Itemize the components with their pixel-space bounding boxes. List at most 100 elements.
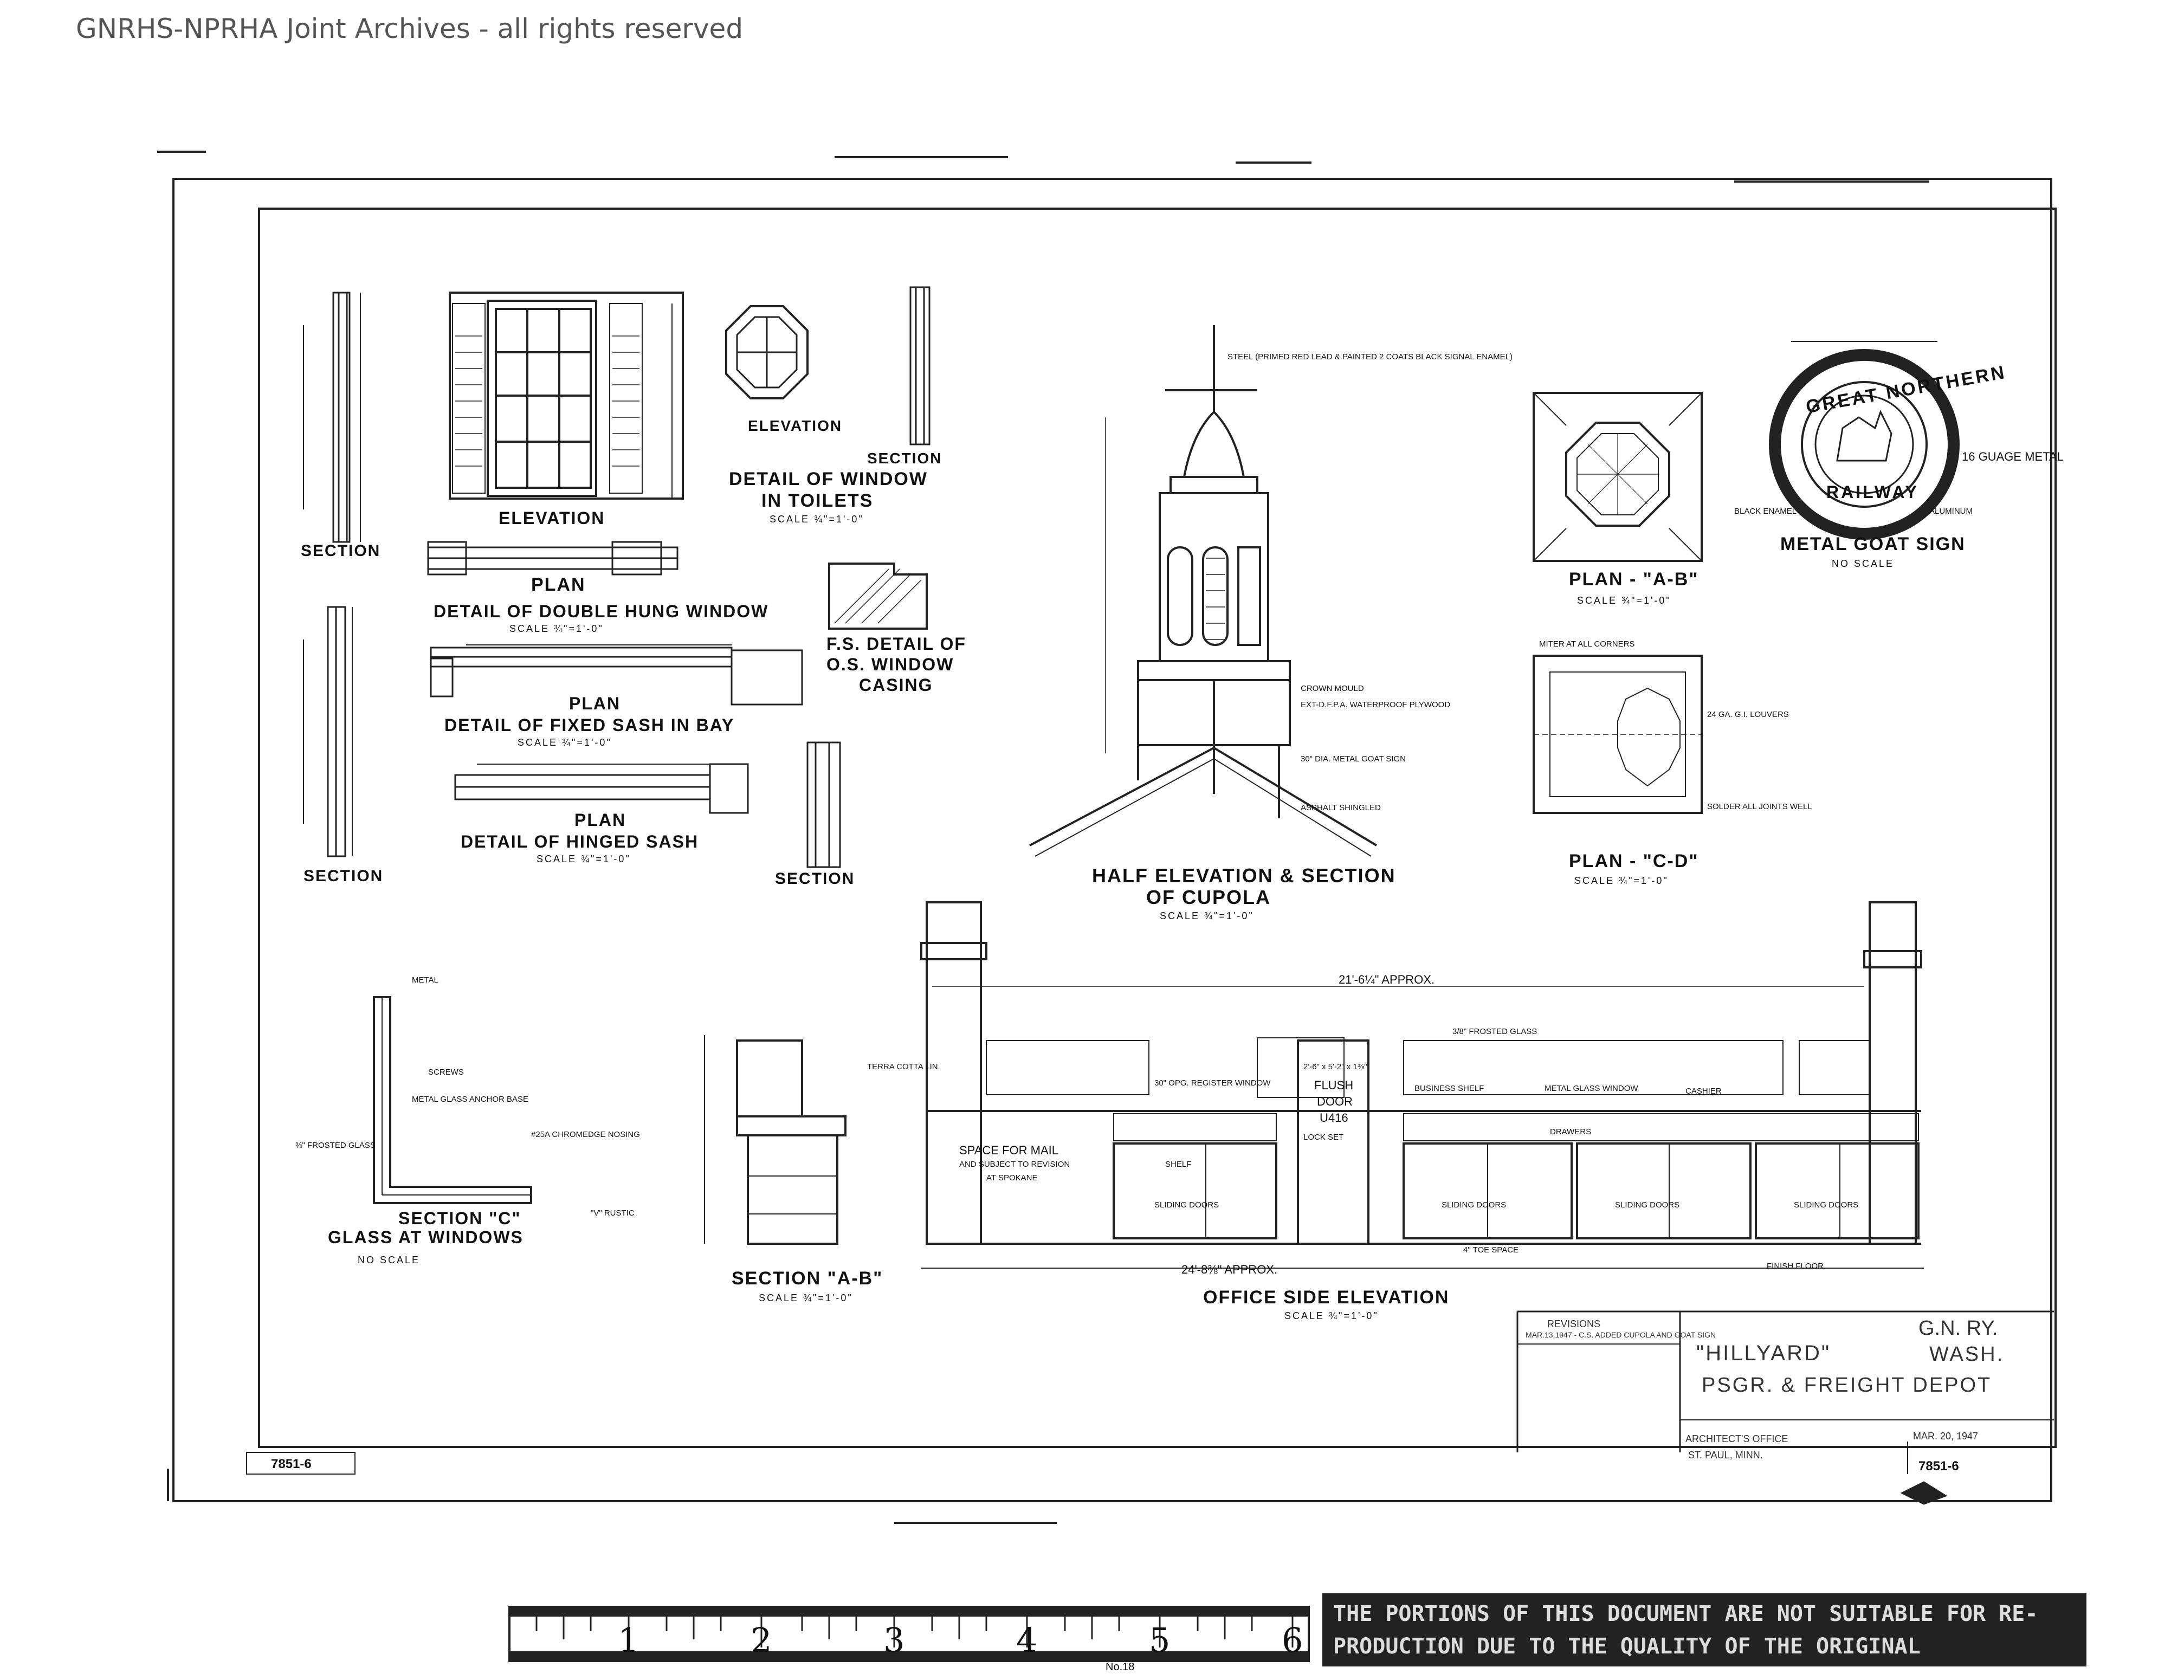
cupola-title-1: HALF ELEVATION & SECTION [1092,864,1396,887]
screws-note: SCREWS [428,1068,464,1077]
section-label-toilet: SECTION [867,450,942,467]
section-label-top: SECTION [301,542,381,560]
sliding-doors-note-2: SLIDING DOORS [1442,1200,1507,1210]
drawing-number-titleblock: 7851-6 [1918,1459,1959,1474]
sliding-doors-note-4: SLIDING DOORS [1794,1200,1859,1210]
flush-door-size: 2'-6" x 5'-2" x 1⅜" [1303,1062,1367,1071]
section-label-bottom: SECTION [303,867,384,885]
drawing-number-corner: 7851-6 [271,1457,312,1471]
lock-set-note: LOCK SET [1303,1133,1344,1142]
hinged-sash-title: DETAIL OF HINGED SASH [461,832,699,851]
elevation-label: ELEVATION [499,508,605,528]
office-side-title: OFFICE SIDE ELEVATION [1203,1287,1450,1308]
plan-label-1: PLAN [531,574,586,595]
crown-mould-note: CROWN MOULD [1301,684,1364,693]
goat-sign-scale: NO SCALE [1832,558,1895,569]
fixed-sash-plan [430,644,803,706]
ruler-drawing [508,1606,1310,1662]
os-casing-title-2: O.S. WINDOW [826,655,954,674]
hinged-sash-scale: SCALE ¾"=1'-0" [537,854,631,864]
finish-floor-note: FINISH FLOOR [1767,1262,1824,1271]
overall-width-dimension: 24'-8⅜" APPROX. [1181,1263,1278,1276]
double-hung-title: DETAIL OF DOUBLE HUNG WINDOW [434,602,769,621]
drawers-note: DRAWERS [1550,1127,1592,1136]
plan-label-3: PLAN [574,810,626,830]
state-name: WASH. [1929,1343,2005,1366]
double-hung-elevation [449,292,684,500]
space-mail-note-1: SPACE FOR MAIL [959,1143,1058,1157]
plan-ab-drawing [1533,392,1703,562]
double-hung-scale: SCALE ¾"=1'-0" [509,623,604,634]
elevation-label-toilet: ELEVATION [748,417,843,434]
sliding-doors-note-1: SLIDING DOORS [1154,1200,1219,1210]
ruler-number: 2 [751,1620,772,1660]
metal-glass-window-note: METAL GLASS WINDOW [1545,1084,1638,1093]
window-section-top [303,292,361,543]
revision-note: MAR.13,1947 - C.S. ADDED CUPOLA AND GOAT… [1526,1330,1716,1339]
section-ab-drawing [704,1035,847,1245]
space-mail-note-2: AND SUBJECT TO REVISION [959,1160,1070,1169]
toe-space-note: 4" TOE SPACE [1463,1245,1519,1255]
toilet-window-octagon [725,305,809,399]
ruler-number: 4 [1016,1620,1038,1660]
plan-cd-drawing [1533,655,1703,814]
goat-sign-drawing [1769,341,1960,540]
toilet-window-title: DETAIL OF WINDOW [729,469,928,489]
section-ab-scale: SCALE ¾"=1'-0" [759,1293,853,1303]
city-name: ST. PAUL, MINN. [1688,1450,1763,1461]
window-section-bottom [303,606,353,857]
title-block-frame [246,1310,2054,1505]
flush-door-label-2: DOOR [1317,1095,1353,1108]
hinged-sash-section [806,741,841,868]
os-casing-title-3: CASING [859,675,933,695]
asphalt-note: ASPHALT SHINGLED [1301,803,1381,812]
v-rustic-note: "V" RUSTIC [591,1209,635,1218]
terra-cotta-note: TERRA COTTA LIN. [867,1062,940,1071]
cupola-title-2: OF CUPOLA [1146,886,1271,908]
building-name: PSGR. & FREIGHT DEPOT [1702,1374,1992,1397]
glass-windows-title: GLASS AT WINDOWS [328,1227,524,1247]
office-elevation-drawing [920,901,1924,1269]
louvers-note: 24 GA. G.I. LOUVERS [1707,710,1789,719]
hinged-sash-plan [454,763,749,814]
anchor-base-note: METAL GLASS ANCHOR BASE [412,1095,529,1104]
flush-door-label: FLUSH [1314,1078,1354,1092]
ruler-number: 3 [883,1620,905,1660]
os-casing-detail [828,563,928,630]
cupola-drawing [1029,325,1378,857]
goat-sign-title: METAL GOAT SIGN [1780,534,1966,554]
plan-cd-scale: SCALE ¾"=1'-0" [1574,875,1669,886]
cupola-scale: SCALE ¾"=1'-0" [1160,910,1254,921]
shelf-note: SHELF [1165,1160,1192,1169]
goat-sign-text-bottom: RAILWAY [1826,482,1919,502]
archive-watermark: GNRHS-NPRHA Joint Archives - all rights … [76,13,744,44]
outer-border [172,178,2052,1502]
section-label-hinged: SECTION [775,870,855,888]
mitre-note: MITER AT ALL CORNERS [1539,639,1635,649]
double-hung-plan [427,541,679,576]
space-mail-note-3: AT SPOKANE [986,1173,1038,1183]
plan-ab-title: PLAN - "A-B" [1569,569,1699,590]
glass-windows-scale: NO SCALE [358,1255,421,1265]
register-note: 30" OPG. REGISTER WINDOW [1154,1078,1271,1088]
quality-warning-banner: THE PORTIONS OF THIS DOCUMENT ARE NOT SU… [1322,1593,2086,1666]
section-ab-title: SECTION "A-B" [732,1268,883,1289]
ext-dfpa-note: EXT-D.F.P.A. WATERPROOF PLYWOOD [1301,700,1451,709]
flush-door-number: U416 [1320,1111,1348,1125]
business-shelf-note: BUSINESS SHELF [1414,1084,1484,1093]
section-c-title: SECTION "C" [398,1209,521,1228]
drawing-date: MAR. 20, 1947 [1913,1431,1979,1442]
ruler-model: No.18 [1106,1661,1135,1673]
chromedge-note: #25A CHROMEDGE NOSING [531,1130,640,1139]
sliding-doors-note-3: SLIDING DOORS [1615,1200,1680,1210]
metal-note: METAL [412,975,438,985]
revisions-label: REVISIONS [1547,1319,1601,1329]
railway-name: G.N. RY. [1918,1317,1998,1340]
steel-note: STEEL (PRIMED RED LEAD & PAINTED 2 COATS… [1227,352,1513,361]
inner-border [258,208,2057,1448]
office-name: ARCHITECT'S OFFICE [1685,1433,1788,1444]
black-enamel-note: BLACK ENAMEL [1734,507,1797,516]
fixed-sash-scale: SCALE ¾"=1'-0" [518,737,612,748]
frosted-glass-note: 3/8" FROSTED GLASS [1452,1027,1537,1036]
